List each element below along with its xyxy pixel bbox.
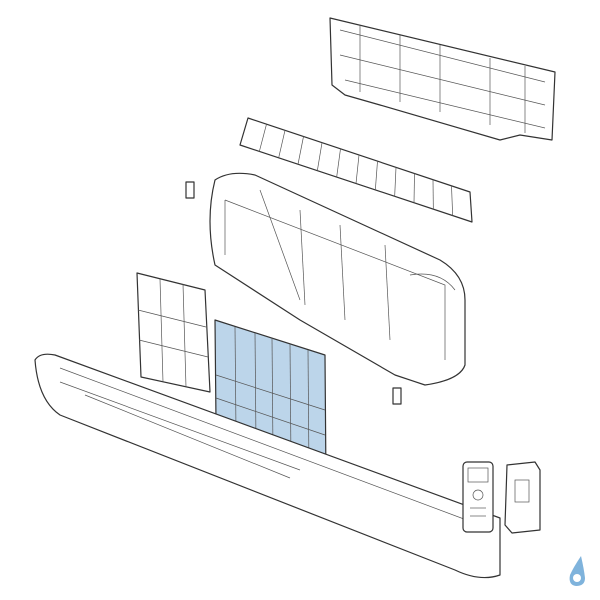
front-grille-icon [239,117,473,223]
front-panel-icon [34,353,501,579]
mounting-plate-icon [329,17,556,141]
remote-holder-icon [504,461,541,534]
indoor-unit-icon [209,172,466,386]
water-drop-logo-icon [569,556,585,586]
grille-slat [413,173,415,203]
grille-slat [258,124,267,152]
clip-icon [185,181,195,199]
grille-slat [297,136,304,165]
air-filter-icon [136,272,211,393]
grille-slat [278,130,286,158]
grille-slat [374,161,378,190]
grille-slat [355,154,360,184]
grille-slat [316,142,323,171]
grille-slat [394,167,397,197]
remote-control-icon [462,461,494,533]
grille-slat [336,148,341,178]
grille-slat [451,185,454,216]
clip-icon [392,387,402,405]
